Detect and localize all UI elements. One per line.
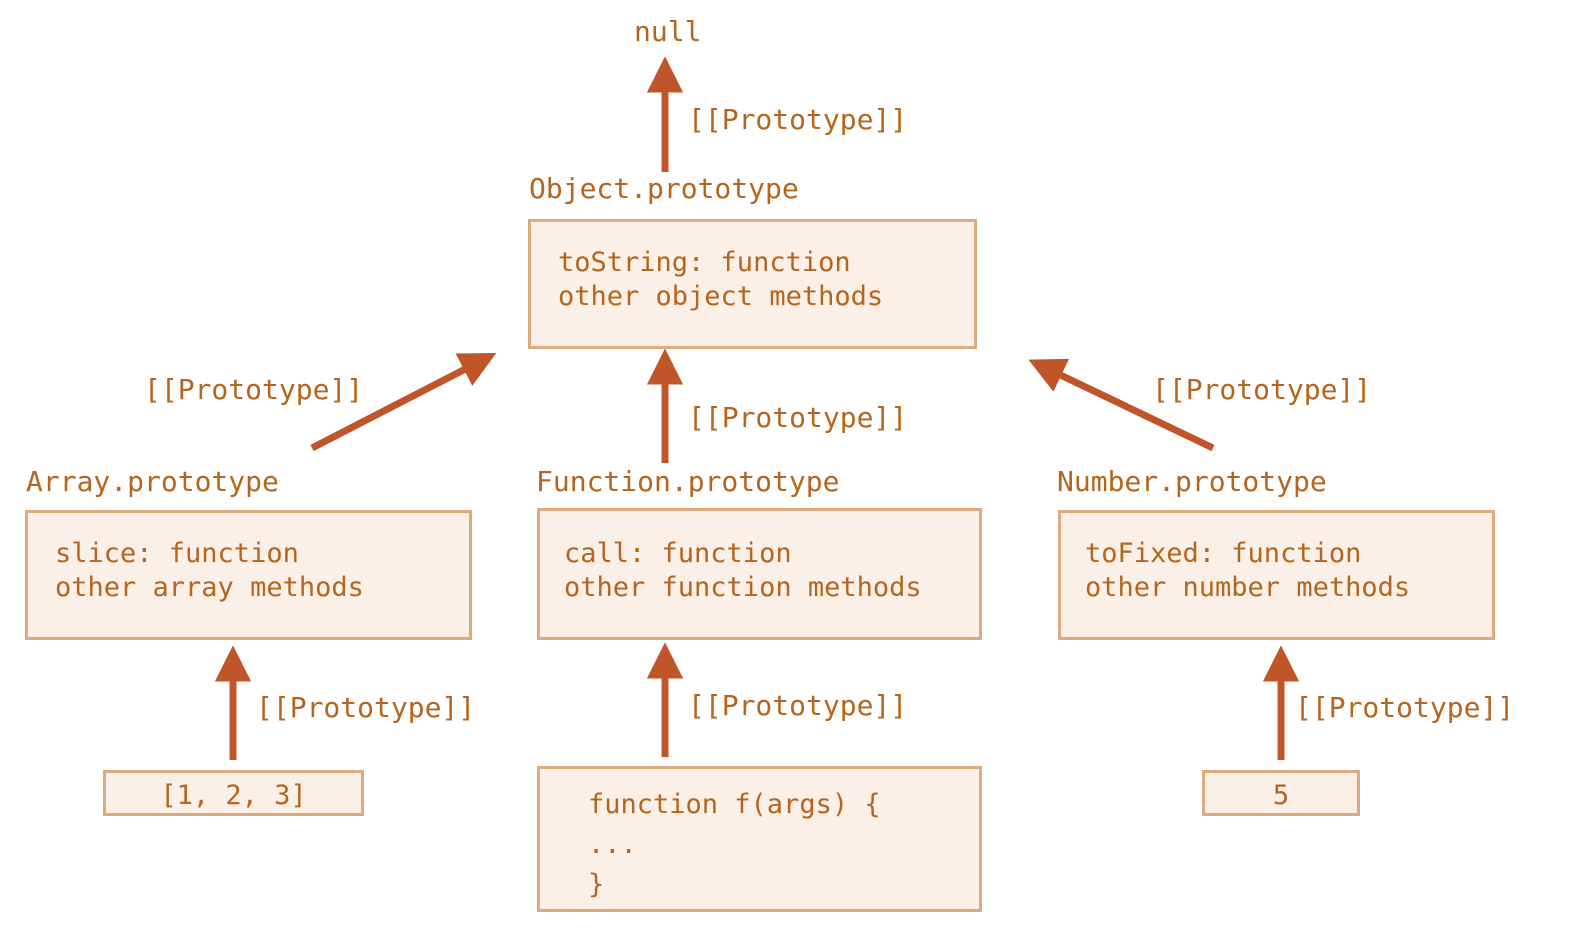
number-prototype-box: toFixed: function other number methods — [1058, 510, 1495, 640]
edge-label-array-instance: [[Prototype]] — [256, 691, 476, 724]
edge-label-array-to-object: [[Prototype]] — [144, 373, 364, 406]
array-prototype-members: slice: function other array methods — [55, 538, 364, 603]
number-prototype-members: toFixed: function other number methods — [1085, 538, 1411, 603]
array-instance-box: [1, 2, 3] — [103, 770, 364, 816]
object-prototype-caption: Object.prototype — [529, 172, 799, 205]
number-instance-value: 5 — [1272, 780, 1290, 811]
function-prototype-members: call: function other function methods — [564, 538, 922, 603]
edge-label-number-instance: [[Prototype]] — [1295, 691, 1515, 724]
function-prototype-box: call: function other function methods — [537, 508, 982, 640]
function-instance-box: function f(args) { ... } — [537, 766, 982, 912]
array-prototype-box: slice: function other array methods — [25, 510, 472, 640]
null-node: null — [634, 15, 702, 48]
array-instance-value: [1, 2, 3] — [160, 780, 307, 811]
function-instance-source: function f(args) { ... } — [588, 789, 881, 900]
array-prototype-caption: Array.prototype — [26, 465, 279, 498]
function-prototype-caption: Function.prototype — [536, 465, 840, 498]
edge-label-function-instance: [[Prototype]] — [688, 689, 908, 722]
object-prototype-box: toString: function other object methods — [528, 219, 977, 349]
number-prototype-caption: Number.prototype — [1057, 465, 1327, 498]
edge-label-function-to-object: [[Prototype]] — [688, 401, 908, 434]
edge-label-number-to-object: [[Prototype]] — [1152, 373, 1372, 406]
object-prototype-members: toString: function other object methods — [558, 247, 884, 312]
number-instance-box: 5 — [1202, 770, 1360, 816]
edge-label-object-to-null: [[Prototype]] — [688, 103, 908, 136]
